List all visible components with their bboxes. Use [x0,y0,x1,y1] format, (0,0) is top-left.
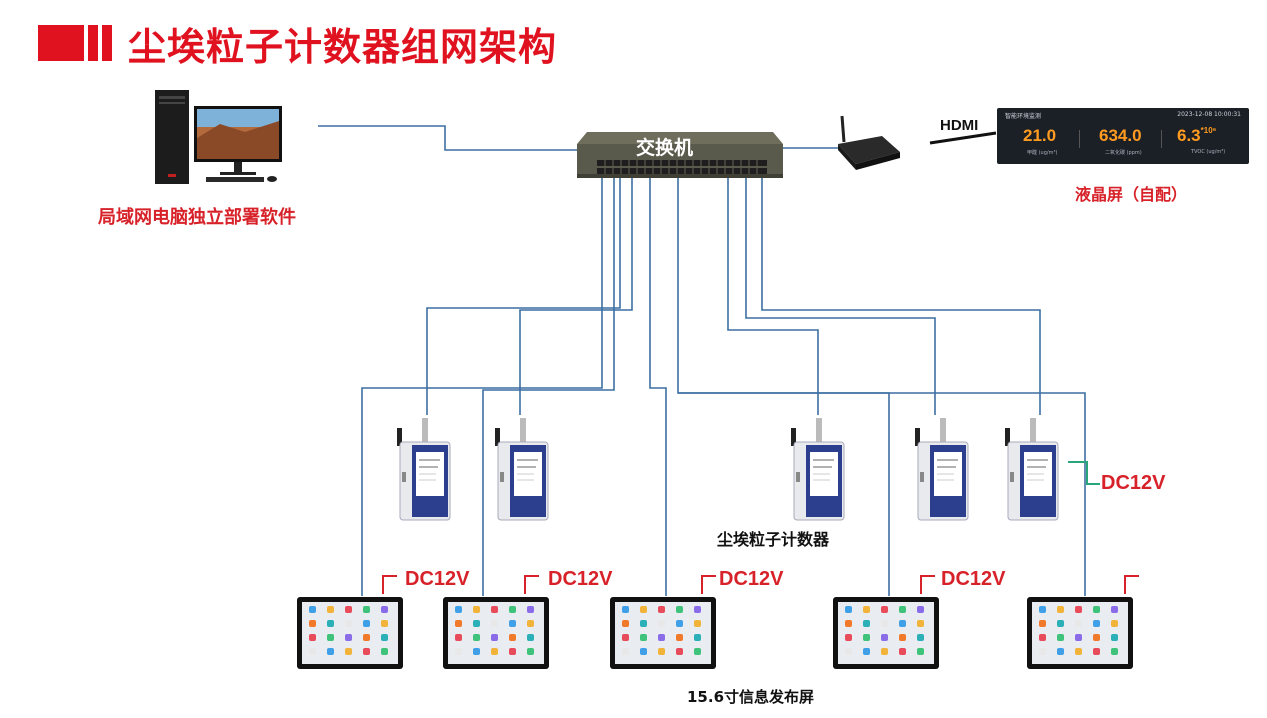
dc12v-label: DC12V [548,568,613,590]
counter-label: 尘埃粒子计数器 [717,530,830,549]
info-screen-icon [610,597,716,669]
dc12v-label: DC12V [405,568,470,590]
lcd-unit-3: TVOC (ug/m³) [1191,149,1226,155]
page-title: 尘埃粒子计数器组网架构 [128,25,558,69]
particle-counter-icon [495,418,549,521]
title-bar-decoration [38,25,112,61]
lcd-divider [1079,130,1080,148]
particle-counter-icon [791,418,845,521]
particle-counter-icon [1005,418,1059,521]
switch-label: 交换机 [636,137,694,159]
network-switch-icon [577,132,783,178]
hdmi-label: HDMI [940,117,979,134]
info-screen-icon [297,597,403,669]
lcd-value-3: 6.3*10⁶ [1177,126,1216,146]
mini-pc-icon [838,115,900,170]
dc12v-label: DC12V [1101,472,1166,494]
info-screen-icon [443,597,549,669]
lcd-time: 2023-12-08 10:00:31 [1177,111,1241,118]
lcd-header: 智能环境监测 [1005,113,1042,120]
lcd-unit-2: 二氧化碳 (ppm) [1105,150,1142,156]
computer-label: 局域网电脑独立部署软件 [98,207,296,228]
lcd-value-3-number: 6.3 [1177,126,1201,145]
lcd-value-3-exponent: *10⁶ [1200,126,1217,135]
lcd-display: 智能环境监测 2023-12-08 10:00:31 21.0 甲醛 (ug/m… [997,108,1249,164]
lcd-divider [1161,130,1162,148]
dc12v-label: DC12V [941,568,1006,590]
lcd-value-1: 21.0 [1023,126,1057,145]
particle-counter-icon [915,418,969,521]
dc12v-label: DC12V [719,568,784,590]
desktop-computer-icon [155,90,282,184]
screen-label: 15.6寸信息发布屏 [687,688,815,706]
info-screen-icon [833,597,939,669]
lcd-value-2: 634.0 [1099,126,1142,145]
lcd-unit-1: 甲醛 (ug/m³) [1027,150,1058,156]
particle-counter-icon [397,418,451,521]
info-screen-icon [1027,597,1133,669]
lcd-label: 液晶屏（自配） [1075,185,1188,204]
